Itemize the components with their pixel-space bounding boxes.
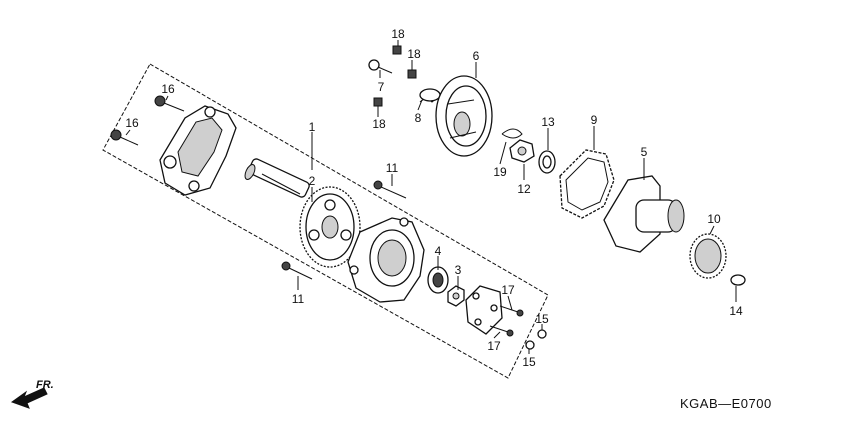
callout-18-top: 18 xyxy=(391,27,405,41)
screw-17-lower xyxy=(489,325,514,337)
callout-5: 5 xyxy=(641,145,648,159)
screw-11-upper xyxy=(373,180,407,199)
inner-rotor xyxy=(447,285,465,307)
callout-19: 19 xyxy=(493,165,507,179)
clutch-outer-6 xyxy=(435,75,493,157)
callout-17-lower: 17 xyxy=(487,339,501,353)
clip-15-upper xyxy=(537,329,547,339)
pump-shaft xyxy=(244,158,310,198)
screw-11-lower xyxy=(281,261,313,280)
callout-13: 13 xyxy=(541,115,555,129)
callout-3: 3 xyxy=(455,263,462,277)
callout-7: 7 xyxy=(378,80,385,94)
pump-cover-housing xyxy=(159,105,237,196)
nut-12 xyxy=(509,139,535,163)
callout-11-upper: 11 xyxy=(386,161,399,175)
clip-19 xyxy=(501,128,523,139)
callout-16-lower: 16 xyxy=(125,116,139,130)
front-direction-indicator: FR. xyxy=(10,379,54,409)
callout-6: 6 xyxy=(473,49,480,63)
callout-4: 4 xyxy=(435,244,442,258)
bolt-16-lower xyxy=(110,129,139,146)
bolt-16-upper xyxy=(154,95,185,112)
callout-14: 14 xyxy=(729,304,743,318)
callout-18-mid: 18 xyxy=(407,47,421,61)
callout-15-lower: 15 xyxy=(522,355,536,369)
driven-gear xyxy=(299,186,361,268)
screw-17-upper xyxy=(499,305,524,317)
callout-16-upper: 16 xyxy=(161,82,175,96)
bolt-18-low xyxy=(373,97,383,107)
bolt-7 xyxy=(368,59,393,74)
direction-label: FR. xyxy=(36,379,54,391)
arrow-icon xyxy=(10,387,48,409)
callout-11-lower: 11 xyxy=(292,292,305,306)
assembly-boundary xyxy=(102,63,549,379)
cover-5 xyxy=(603,175,685,253)
outer-rotor xyxy=(427,266,449,294)
callout-10: 10 xyxy=(707,212,721,226)
diagram-code: KGAB—E0700 xyxy=(680,396,772,411)
callout-labels: 1 2 3 4 5 6 7 8 9 10 11 11 12 13 14 15 1… xyxy=(125,27,743,369)
callout-9: 9 xyxy=(591,113,598,127)
callout-2: 2 xyxy=(309,174,316,188)
callout-1: 1 xyxy=(309,120,316,134)
washer-13 xyxy=(538,150,556,174)
gasket-9 xyxy=(559,149,615,219)
clip-15-lower xyxy=(525,340,535,350)
callout-8: 8 xyxy=(415,111,422,125)
bolt-18-top xyxy=(392,45,402,55)
pump-plate xyxy=(465,285,503,335)
callout-15-upper: 15 xyxy=(535,312,549,326)
leader-lines xyxy=(125,40,737,354)
gear-10 xyxy=(689,233,727,279)
callout-18-low: 18 xyxy=(372,117,386,131)
bolt-18-mid xyxy=(407,69,417,79)
key-14 xyxy=(730,274,746,286)
pump-body xyxy=(347,217,425,303)
callout-17-upper: 17 xyxy=(501,283,515,297)
callout-12: 12 xyxy=(517,182,531,196)
